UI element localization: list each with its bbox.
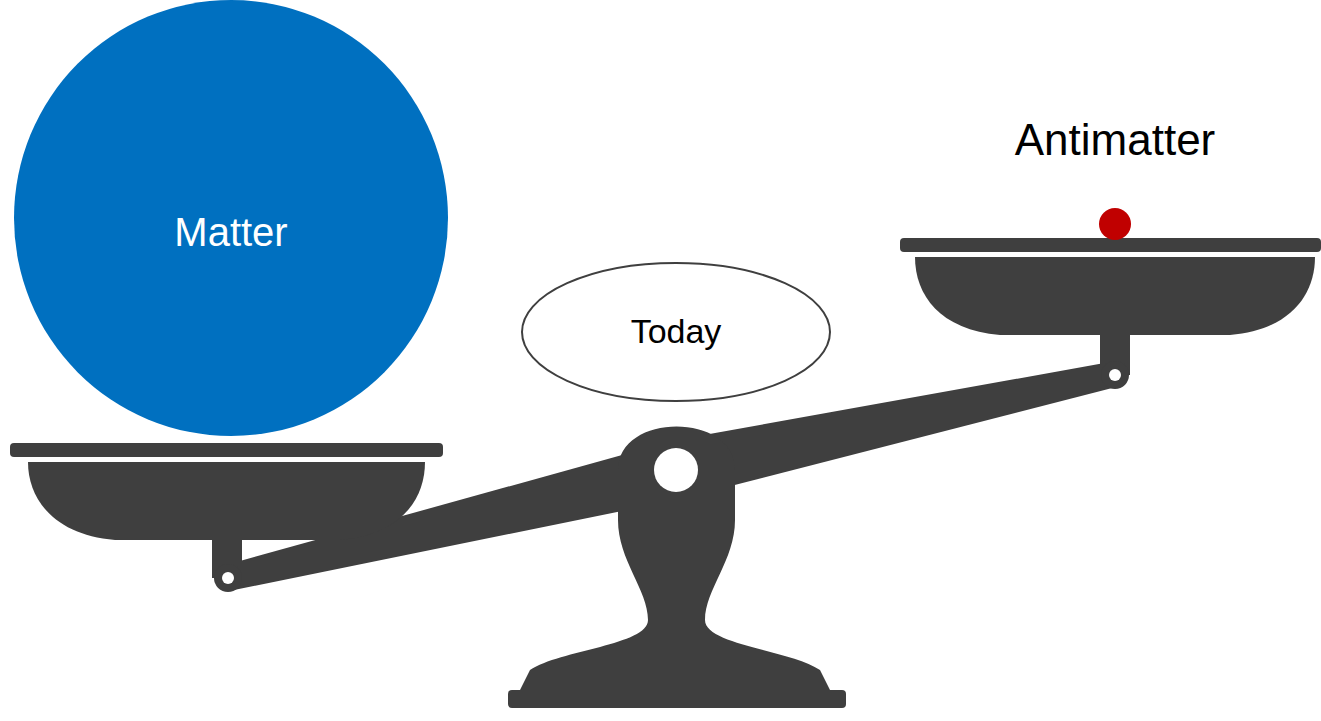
node-label: Today	[631, 312, 722, 351]
node-label: Matter	[174, 209, 287, 255]
node-shape	[14, 0, 448, 436]
right-pivot	[1101, 361, 1129, 389]
fulcrum-base	[508, 690, 846, 708]
left-pan-rim	[10, 443, 443, 457]
right-pan-rim	[900, 238, 1321, 252]
left-pan-bowl	[28, 462, 425, 540]
antimatter-label: Antimatter	[950, 108, 1280, 172]
left-pivot	[214, 564, 242, 592]
right-pan-bowl	[915, 257, 1315, 335]
right-pivot-hole	[1109, 369, 1121, 381]
matter-circle: Matter	[14, 0, 448, 436]
fulcrum-hole	[654, 448, 698, 492]
antimatter-dot	[1099, 208, 1131, 240]
node-shape	[522, 263, 830, 401]
left-pivot-hole	[222, 572, 234, 584]
today-ellipse: Today	[521, 262, 831, 402]
fulcrum-stand	[520, 427, 830, 691]
